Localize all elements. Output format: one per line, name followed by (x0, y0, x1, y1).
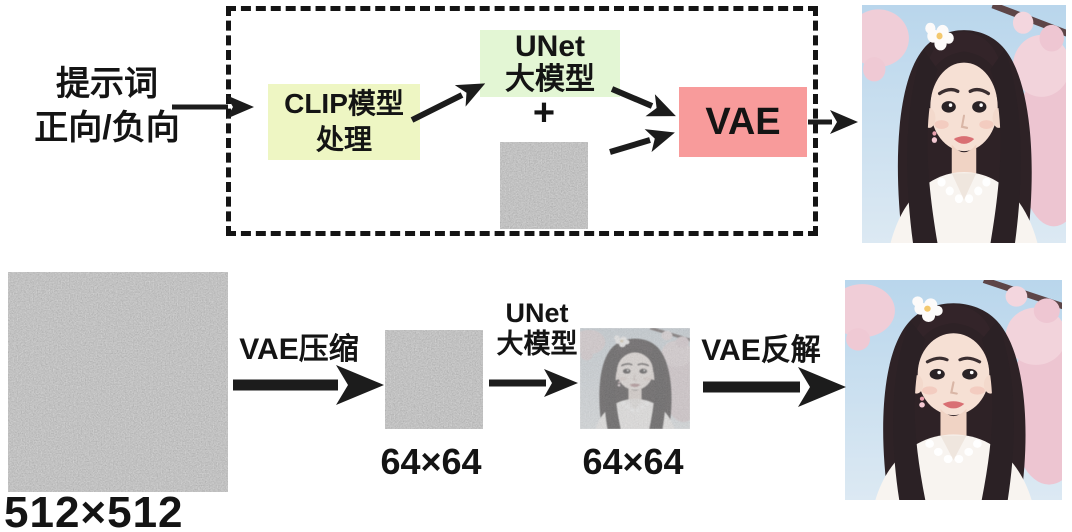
size-label-512: 512×512 (4, 488, 184, 532)
latent-noise-image-64 (385, 330, 483, 429)
unet-box-line2: 大模型 (505, 62, 595, 96)
girl-portrait-image (862, 5, 1066, 243)
noise-texture (385, 330, 483, 429)
vae-box-label: VAE (705, 100, 781, 143)
unet-model-box: UNet 大模型 (480, 30, 620, 97)
unet-label-line1: UNet (505, 298, 569, 328)
girl-portrait-image (845, 280, 1062, 500)
unet-box-line1: UNet (514, 30, 585, 64)
generated-image-top (862, 5, 1066, 243)
noise-image-512 (8, 272, 228, 492)
noise-texture (8, 272, 228, 492)
clip-box-line1: CLIP模型 (284, 87, 404, 119)
size-label-latent-64: 64×64 (380, 441, 482, 482)
latent-noise-image-top (500, 142, 588, 229)
size-label-denoised-64: 64×64 (582, 441, 684, 482)
clip-model-box: CLIP模型 处理 (268, 84, 420, 160)
vae-decode-label: VAE反解 (701, 334, 821, 367)
prompt-label: 提示词 正向/负向 (10, 62, 204, 150)
generated-image-bottom (845, 280, 1062, 500)
plus-sign: + (532, 92, 556, 134)
vae-box: VAE (679, 87, 807, 157)
noise-texture (500, 142, 588, 229)
denoised-latent-image-64 (580, 328, 690, 429)
unet-label-bottom: UNet 大模型 (478, 298, 596, 360)
prompt-label-line1: 提示词 (56, 65, 158, 103)
vae-compress-label: VAE压缩 (239, 333, 359, 366)
clip-box-line2: 处理 (315, 124, 372, 155)
unet-label-line2: 大模型 (496, 329, 578, 360)
prompt-label-line2: 正向/负向 (34, 109, 180, 148)
noise-overlay (580, 328, 690, 429)
